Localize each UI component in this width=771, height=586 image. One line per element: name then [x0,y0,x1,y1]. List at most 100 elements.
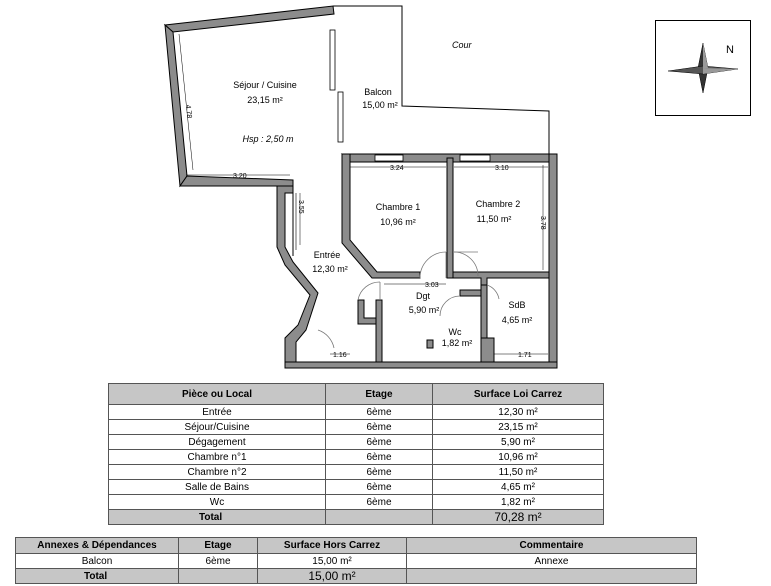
window-chambre1 [374,154,404,162]
cell-floor: 6ème [325,404,433,420]
cell-floor: 6ème [325,419,433,435]
wall-chambre1-west [341,153,421,279]
wall-dgt-west [357,299,377,325]
wall-chambre2-south [452,271,550,286]
dim-378: 3.78 [539,216,546,230]
wall-sejour-south [179,175,294,187]
cell-room: Wc [108,494,326,510]
cell-room: Entrée [108,404,326,420]
rooms-total-label: Total [108,509,326,525]
annex-total-row: Total 15,00 m² [15,568,697,584]
annex-total-value: 15,00 m² [257,568,407,584]
table-row: Salle de Bains 6ème 4,65 m² [108,479,604,495]
room-name-sejour: Séjour / Cuisine [233,80,297,90]
dim-116: 1.16 [333,352,347,359]
floor-plan: Cour Séjour / Cuisine 23,15 m² Hsp : 2,5… [163,5,558,369]
wall-wc-west [375,299,383,363]
cell-floor: 6ème [325,434,433,450]
door-chambre1 [419,251,447,279]
table-row: Chambre n°1 6ème 10,96 m² [108,449,604,465]
wall-east [548,153,558,369]
cell-surface: 1,82 m² [432,494,604,510]
rooms-header-room: Pièce ou Local [108,383,326,405]
wall-dgt-stub [426,339,434,349]
wall-chambre-divider [446,157,454,279]
cell-room: Chambre n°1 [108,449,326,465]
compass-north-label: N [726,44,734,56]
cell-floor: 6ème [178,553,258,569]
room-name-balcon: Balcon [364,87,392,97]
wall-sdb-west [480,284,488,341]
annex-total-comment [406,568,697,584]
cell-floor: 6ème [325,449,433,465]
annex-table-header: Annexes & Dépendances Etage Surface Hors… [15,537,697,554]
room-area-sejour: 23,15 m² [247,95,283,105]
door-dgt [357,281,381,301]
cell-surface: 23,15 m² [432,419,604,435]
table-row: Chambre n°2 6ème 11,50 m² [108,464,604,480]
dim-324: 3.24 [390,165,404,172]
rooms-table-header: Pièce ou Local Etage Surface Loi Carrez [108,383,604,405]
annex-header-surface: Surface Hors Carrez [257,537,407,554]
cell-surface: 4,65 m² [432,479,604,495]
room-name-chambre2: Chambre 2 [476,199,521,209]
table-row: Entrée 6ème 12,30 m² [108,404,604,420]
cell-surface: 10,96 m² [432,449,604,465]
height-note: Hsp : 2,50 m [242,134,294,144]
cell-surface: 11,50 m² [432,464,604,480]
table-row: Séjour/Cuisine 6ème 23,15 m² [108,419,604,435]
dim-303: 3.03 [425,282,439,289]
room-area-wc: 1,82 m² [442,338,473,348]
rooms-table: Pièce ou Local Etage Surface Loi Carrez … [108,383,604,525]
room-area-entree: 12,30 m² [312,264,348,274]
wall-entry-west [276,185,319,369]
cell-surface: 15,00 m² [257,553,407,569]
dim-478: 4.78 [184,104,192,118]
room-area-sdb: 4,65 m² [502,315,533,325]
window-chambre2 [459,154,491,162]
rooms-header-surface: Surface Loi Carrez [432,383,604,405]
cell-surface: 5,90 m² [432,434,604,450]
wall-sdb-south-stub [480,337,495,363]
balcon-outline [333,5,550,154]
room-name-chambre1: Chambre 1 [376,202,421,212]
annex-total-empty [178,568,258,584]
wall-south [284,361,558,369]
window-sejour [329,29,336,91]
table-row: Wc 6ème 1,82 m² [108,494,604,510]
rooms-total-empty [325,509,433,525]
door-entry [317,329,335,349]
cell-room: Dégagement [108,434,326,450]
dim-171: 1.71 [518,352,532,359]
rooms-total-row: Total 70,28 m² [108,509,604,525]
room-name-wc: Wc [449,327,462,337]
room-name-entree: Entrée [314,250,341,260]
cell-room: Chambre n°2 [108,464,326,480]
cell-comment: Annexe [406,553,697,569]
room-name-dgt: Dgt [416,291,431,301]
compass-rose-icon [667,42,739,94]
table-row: Dégagement 6ème 5,90 m² [108,434,604,450]
cell-room: Salle de Bains [108,479,326,495]
door-wc [439,295,461,317]
room-area-chambre1: 10,96 m² [380,217,416,227]
annex-header-comment: Commentaire [406,537,697,554]
room-name-sdb: SdB [508,300,525,310]
dim-320: 3.20 [233,173,247,180]
annex-total-label: Total [15,568,179,584]
wall-wc-north [459,289,482,297]
cell-annex: Balcon [15,553,179,569]
wall-sejour-west [164,23,188,188]
rooms-header-floor: Etage [325,383,433,405]
dim-310: 3.10 [495,165,509,172]
cell-floor: 6ème [325,464,433,480]
room-area-balcon: 15,00 m² [362,100,398,110]
cell-surface: 12,30 m² [432,404,604,420]
rooms-total-value: 70,28 m² [432,509,604,525]
table-row: Balcon 6ème 15,00 m² Annexe [15,553,697,569]
compass: N [655,20,751,116]
door-sdb [486,284,500,300]
dim-355: 3.55 [297,200,304,214]
room-area-dgt: 5,90 m² [409,305,440,315]
annex-table: Annexes & Dépendances Etage Surface Hors… [15,537,697,584]
